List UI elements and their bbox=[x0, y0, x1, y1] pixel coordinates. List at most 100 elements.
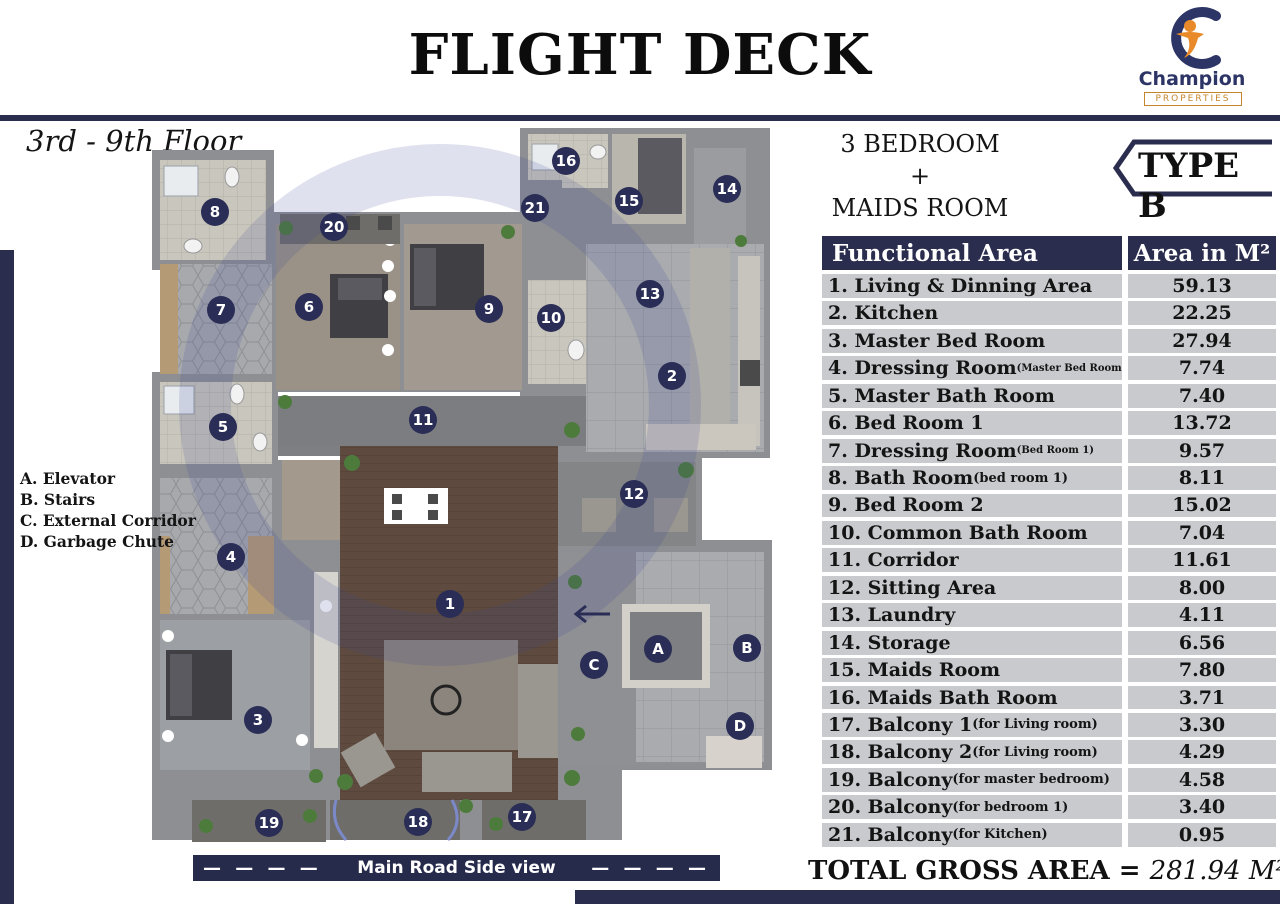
row-name-text: 4. Dressing Room bbox=[828, 357, 1017, 380]
svg-text:7: 7 bbox=[216, 301, 226, 319]
champion-logo: Champion PROPERTIES bbox=[1128, 4, 1256, 110]
svg-text:14: 14 bbox=[717, 180, 738, 198]
row-name-text: 1. Living & Dinning Area bbox=[828, 274, 1093, 297]
legend-garbage-chute: D. Garbage Chute bbox=[20, 532, 175, 551]
legend-elevator: A. Elevator bbox=[20, 469, 116, 488]
total-label: TOTAL GROSS AREA = bbox=[808, 856, 1150, 886]
row-name-text: 10. Common Bath Room bbox=[828, 521, 1088, 544]
row-note: (for Living room) bbox=[972, 717, 1098, 733]
row-area: 8.11 bbox=[1128, 466, 1276, 490]
svg-text:B: B bbox=[741, 639, 752, 657]
svg-text:21: 21 bbox=[525, 199, 546, 217]
row-note: (for bedroom 1) bbox=[952, 799, 1069, 815]
row-name-text: 6. Bed Room 1 bbox=[828, 412, 984, 435]
table-row: 3. Master Bed Room 27.94 bbox=[822, 328, 1276, 353]
row-name-text: 12. Sitting Area bbox=[828, 576, 997, 599]
table-row: 5. Master Bath Room 7.40 bbox=[822, 383, 1276, 408]
row-name-text: 8. Bath Room bbox=[828, 467, 974, 489]
area-table-header: Functional Area Area in M² bbox=[822, 236, 1276, 270]
table-row: 1. Living & Dinning Area 59.13 bbox=[822, 274, 1276, 298]
row-name-text: 14. Storage bbox=[828, 631, 951, 654]
svg-text:19: 19 bbox=[259, 814, 280, 832]
row-name: 14. Storage bbox=[822, 630, 1122, 655]
row-name-text: 3. Master Bed Room bbox=[828, 329, 1046, 352]
row-name: 5. Master Bath Room bbox=[822, 383, 1122, 408]
legend-stairs: B. Stairs bbox=[20, 490, 96, 509]
col-area: Area in M² bbox=[1128, 236, 1276, 270]
svg-text:8: 8 bbox=[210, 203, 220, 221]
svg-text:9: 9 bbox=[484, 300, 494, 318]
svg-text:6: 6 bbox=[304, 298, 314, 316]
row-area: 59.13 bbox=[1128, 274, 1276, 298]
row-area: 7.74 bbox=[1128, 356, 1276, 381]
row-name-text: 13. Laundry bbox=[828, 604, 956, 627]
table-row: 12. Sitting Area 8.00 bbox=[822, 575, 1276, 600]
total-value: 281.94 M² bbox=[1149, 856, 1280, 886]
road-label: Main Road Side view bbox=[357, 858, 556, 878]
row-name: 13. Laundry bbox=[822, 603, 1122, 628]
row-note: (for Living room) bbox=[972, 744, 1098, 760]
row-area: 7.40 bbox=[1128, 383, 1276, 408]
row-name: 16. Maids Bath Room bbox=[822, 685, 1122, 710]
row-name: 18. Balcony 2 (for Living room) bbox=[822, 740, 1122, 765]
svg-text:5: 5 bbox=[218, 418, 228, 436]
row-area: 9.57 bbox=[1128, 438, 1276, 463]
logo-name: Champion bbox=[1138, 68, 1246, 90]
table-row: 7. Dressing Room(Bed Room 1)9.57 bbox=[822, 438, 1276, 463]
total-gross-area: TOTAL GROSS AREA = 281.94 M² bbox=[808, 856, 1280, 886]
table-row: 17. Balcony 1 (for Living room)3.30 bbox=[822, 713, 1276, 737]
table-row: 9. Bed Room 2 15.02 bbox=[822, 493, 1276, 518]
road-side-banner: — — — — Main Road Side view — — — — bbox=[193, 855, 720, 881]
row-name: 20. Balcony (for bedroom 1) bbox=[822, 795, 1122, 820]
row-name-text: 16. Maids Bath Room bbox=[828, 686, 1058, 709]
row-name: 9. Bed Room 2 bbox=[822, 493, 1122, 518]
champion-c-icon bbox=[1171, 7, 1221, 69]
row-area: 0.95 bbox=[1128, 822, 1276, 847]
unit-line1: 3 BEDROOM bbox=[840, 130, 1000, 158]
col-functional-area: Functional Area bbox=[822, 236, 1122, 270]
row-name: 3. Master Bed Room bbox=[822, 328, 1122, 353]
svg-text:13: 13 bbox=[640, 285, 661, 303]
unit-description: 3 BEDROOM + MAIDS ROOM bbox=[820, 128, 1020, 224]
unit-type: TYPE B bbox=[1138, 146, 1240, 226]
row-name-text: 7. Dressing Room bbox=[828, 439, 1017, 462]
row-name-text: 20. Balcony bbox=[828, 796, 953, 819]
table-row: 19. Balcony (for master bedroom)4.58 bbox=[822, 767, 1276, 792]
table-row: 11. Corridor 11.61 bbox=[822, 548, 1276, 573]
left-accent-bar bbox=[0, 250, 14, 904]
row-area: 8.00 bbox=[1128, 575, 1276, 600]
row-name: 21. Balcony (for Kitchen) bbox=[822, 822, 1122, 847]
svg-text:11: 11 bbox=[413, 411, 434, 429]
row-area: 15.02 bbox=[1128, 493, 1276, 518]
table-row: 20. Balcony (for bedroom 1)3.40 bbox=[822, 795, 1276, 820]
row-area: 3.30 bbox=[1128, 713, 1276, 737]
table-row: 21. Balcony (for Kitchen)0.95 bbox=[822, 822, 1276, 847]
svg-text:12: 12 bbox=[624, 485, 645, 503]
row-name: 7. Dressing Room(Bed Room 1) bbox=[822, 438, 1122, 463]
row-area: 4.29 bbox=[1128, 740, 1276, 765]
row-name-text: 18. Balcony 2 bbox=[828, 741, 973, 764]
row-area: 11.61 bbox=[1128, 548, 1276, 573]
row-name-text: 5. Master Bath Room bbox=[828, 384, 1055, 407]
logo-subtitle: PROPERTIES bbox=[1144, 92, 1242, 106]
svg-text:17: 17 bbox=[512, 808, 533, 826]
road-dash-left: — — — — bbox=[203, 857, 322, 879]
svg-text:3: 3 bbox=[253, 711, 263, 729]
table-row: 4. Dressing Room(Master Bed Room)7.74 bbox=[822, 356, 1276, 381]
row-name: 10. Common Bath Room bbox=[822, 520, 1122, 545]
row-note: (bed room 1) bbox=[973, 470, 1069, 486]
row-note: (for master bedroom) bbox=[952, 772, 1110, 788]
row-area: 3.40 bbox=[1128, 795, 1276, 820]
row-name-text: 9. Bed Room 2 bbox=[828, 494, 984, 517]
row-name: 15. Maids Room bbox=[822, 658, 1122, 683]
row-name: 2. Kitchen bbox=[822, 301, 1122, 326]
row-name-text: 11. Corridor bbox=[828, 549, 959, 572]
row-area: 27.94 bbox=[1128, 328, 1276, 353]
unit-line3: MAIDS ROOM bbox=[831, 194, 1009, 222]
page-title: FLIGHT DECK bbox=[408, 22, 872, 88]
